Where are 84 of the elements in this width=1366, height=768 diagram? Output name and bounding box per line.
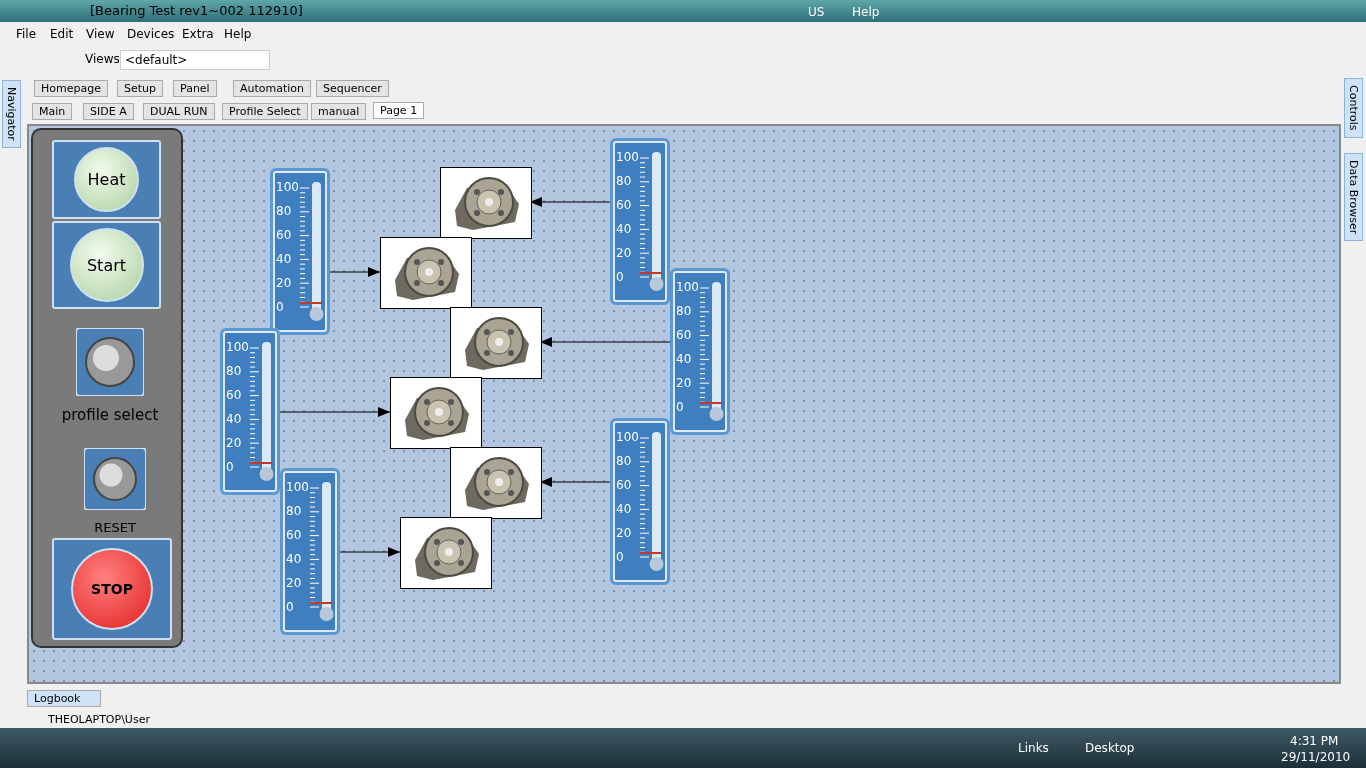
control-label: RESET (93, 520, 137, 535)
scale-value: 40 (276, 252, 292, 266)
tab: Setup (117, 80, 164, 97)
scale-value: 60 (616, 198, 632, 212)
tab: Main (32, 103, 73, 120)
menu-item: File (16, 27, 37, 41)
scale-value: 80 (276, 204, 292, 218)
thermometer-gauge (610, 418, 670, 585)
arrow (339, 547, 401, 557)
arrow (329, 267, 381, 277)
scale-value: 60 (226, 388, 242, 402)
tab: Panel (173, 80, 217, 97)
scale-value: 100 (226, 340, 249, 354)
help-link: Help (852, 5, 880, 19)
thermometer-gauge (220, 328, 280, 495)
scale-value: 20 (276, 276, 292, 290)
scale-value: 100 (276, 180, 299, 194)
tab: Automation (233, 80, 312, 97)
toolbar-label: Views (85, 52, 120, 66)
button-frame (52, 221, 161, 309)
button-frame (52, 140, 161, 219)
menu-item: Help (224, 27, 252, 41)
scale-value: 80 (226, 364, 242, 378)
side-tab: Navigator (2, 80, 21, 148)
scale-value: 100 (616, 150, 639, 164)
push-button: Heat (74, 147, 139, 212)
scale-value: 80 (616, 454, 632, 468)
scale-value: 0 (616, 270, 624, 284)
scale-value: 60 (616, 478, 632, 492)
user-status: THEOLAPTOP\User (48, 713, 150, 726)
scale-value: 0 (676, 400, 684, 414)
menu-item: View (86, 27, 115, 41)
menu-item: Edit (50, 27, 74, 41)
scale-value: 60 (676, 328, 692, 342)
scale-value: 40 (616, 502, 632, 516)
scale-value: 100 (616, 430, 639, 444)
taskbar-link: Desktop (1085, 741, 1135, 755)
tab: Sequencer (316, 80, 389, 97)
language-indicator: US (808, 5, 825, 19)
scale-value: 40 (616, 222, 632, 236)
scale-value: 20 (676, 376, 692, 390)
scale-value: 0 (226, 460, 234, 474)
stop-button: STOP (71, 548, 153, 630)
dropdown-field: <default> (120, 50, 270, 70)
scale-value: 0 (276, 300, 284, 314)
arrow (279, 407, 391, 417)
tab: manual (311, 103, 367, 120)
scale-value: 100 (286, 480, 309, 494)
scale-value: 40 (286, 552, 302, 566)
thermometer-gauge (610, 138, 670, 305)
scale-value: 20 (616, 246, 632, 260)
tab: SIDE A (83, 103, 134, 120)
menu-item: Extra (182, 27, 214, 41)
side-tab: Data Browser (1344, 153, 1363, 242)
scale-value: 80 (286, 504, 302, 518)
clock-time: 4:31 PM (1290, 734, 1339, 748)
scale-value: 20 (286, 576, 302, 590)
scale-value: 60 (276, 228, 292, 242)
thermometer-gauge (270, 168, 330, 335)
button-frame (52, 538, 172, 640)
scale-value: 20 (616, 526, 632, 540)
scale-value: 80 (616, 174, 632, 188)
scale-value: 0 (286, 600, 294, 614)
scale-value: 80 (676, 304, 692, 318)
taskbar-link: Links (1018, 741, 1049, 755)
scale-value: 100 (676, 280, 699, 294)
tab: Homepage (34, 80, 108, 97)
control-label: profile select (60, 406, 160, 424)
window-title: [Bearing Test rev1~002 112910] (90, 3, 303, 18)
tab: Logbook (27, 690, 101, 707)
thermometer-gauge (670, 268, 730, 435)
clock-date: 29/11/2010 (1281, 750, 1351, 764)
menu-item: Devices (127, 27, 175, 41)
tab: Profile Select (222, 103, 308, 120)
scale-value: 60 (286, 528, 302, 542)
scale-value: 20 (226, 436, 242, 450)
scale-value: 40 (226, 412, 242, 426)
scale-value: 0 (616, 550, 624, 564)
tab: DUAL RUN (143, 103, 215, 120)
thermometer-gauge (280, 468, 340, 635)
scale-value: 40 (676, 352, 692, 366)
tab: Page 1 (373, 102, 425, 119)
push-button: Start (69, 228, 144, 302)
side-tab: Controls (1344, 78, 1363, 138)
